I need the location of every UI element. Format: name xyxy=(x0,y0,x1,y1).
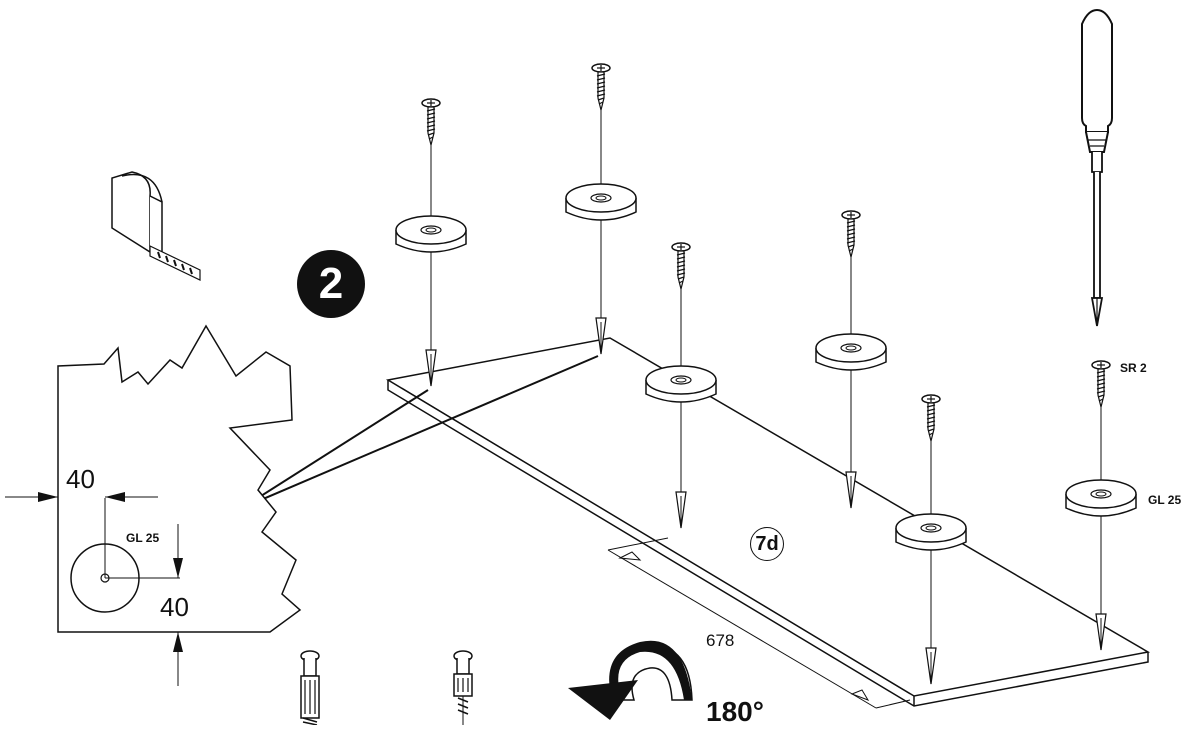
screw-icon xyxy=(421,98,441,146)
screw-icon xyxy=(921,394,941,442)
part-id-badge: 7d xyxy=(750,527,784,561)
detail-cap-label: GL 25 xyxy=(126,531,160,545)
glide-cap-icon xyxy=(1065,479,1137,517)
corner-detail-view xyxy=(5,324,302,686)
glide-assembly-4 xyxy=(815,210,887,509)
rotate-arrow-icon xyxy=(568,640,693,720)
shelf-panel xyxy=(385,337,1151,707)
cam-dowel-icon xyxy=(300,650,320,726)
glide-assembly-2 xyxy=(565,63,637,355)
screw-icon xyxy=(841,210,861,258)
screw-icon xyxy=(671,242,691,290)
length-dimension-line xyxy=(607,537,911,709)
glide-cap-icon xyxy=(645,365,717,403)
glide-cap-type-label: GL 25 xyxy=(1148,493,1182,507)
step-number-badge: 2 xyxy=(297,250,365,318)
screw-icon xyxy=(1091,360,1111,408)
glide-assembly-1 xyxy=(395,98,467,387)
screwdriver-icon xyxy=(1081,8,1113,327)
glide-cap-icon xyxy=(565,183,637,221)
screw-icon xyxy=(591,63,611,111)
glide-assembly-6 xyxy=(1065,360,1137,651)
glide-cap-icon xyxy=(895,513,967,551)
screw-type-label: SR 2 xyxy=(1120,361,1147,375)
tape-measure-icon xyxy=(111,171,201,281)
glide-cap-icon xyxy=(815,333,887,371)
horizontal-offset-label: 40 xyxy=(66,464,95,494)
glide-cap-icon xyxy=(395,215,467,253)
cam-dowel-icon xyxy=(453,650,473,725)
glide-assembly-5 xyxy=(895,394,967,685)
detail-leader-lines xyxy=(241,355,599,509)
panel-length-label: 678 xyxy=(706,631,735,650)
glide-assembly-3 xyxy=(645,242,717,529)
rotation-label: 180° xyxy=(706,696,764,727)
vertical-offset-label: 40 xyxy=(160,592,189,622)
